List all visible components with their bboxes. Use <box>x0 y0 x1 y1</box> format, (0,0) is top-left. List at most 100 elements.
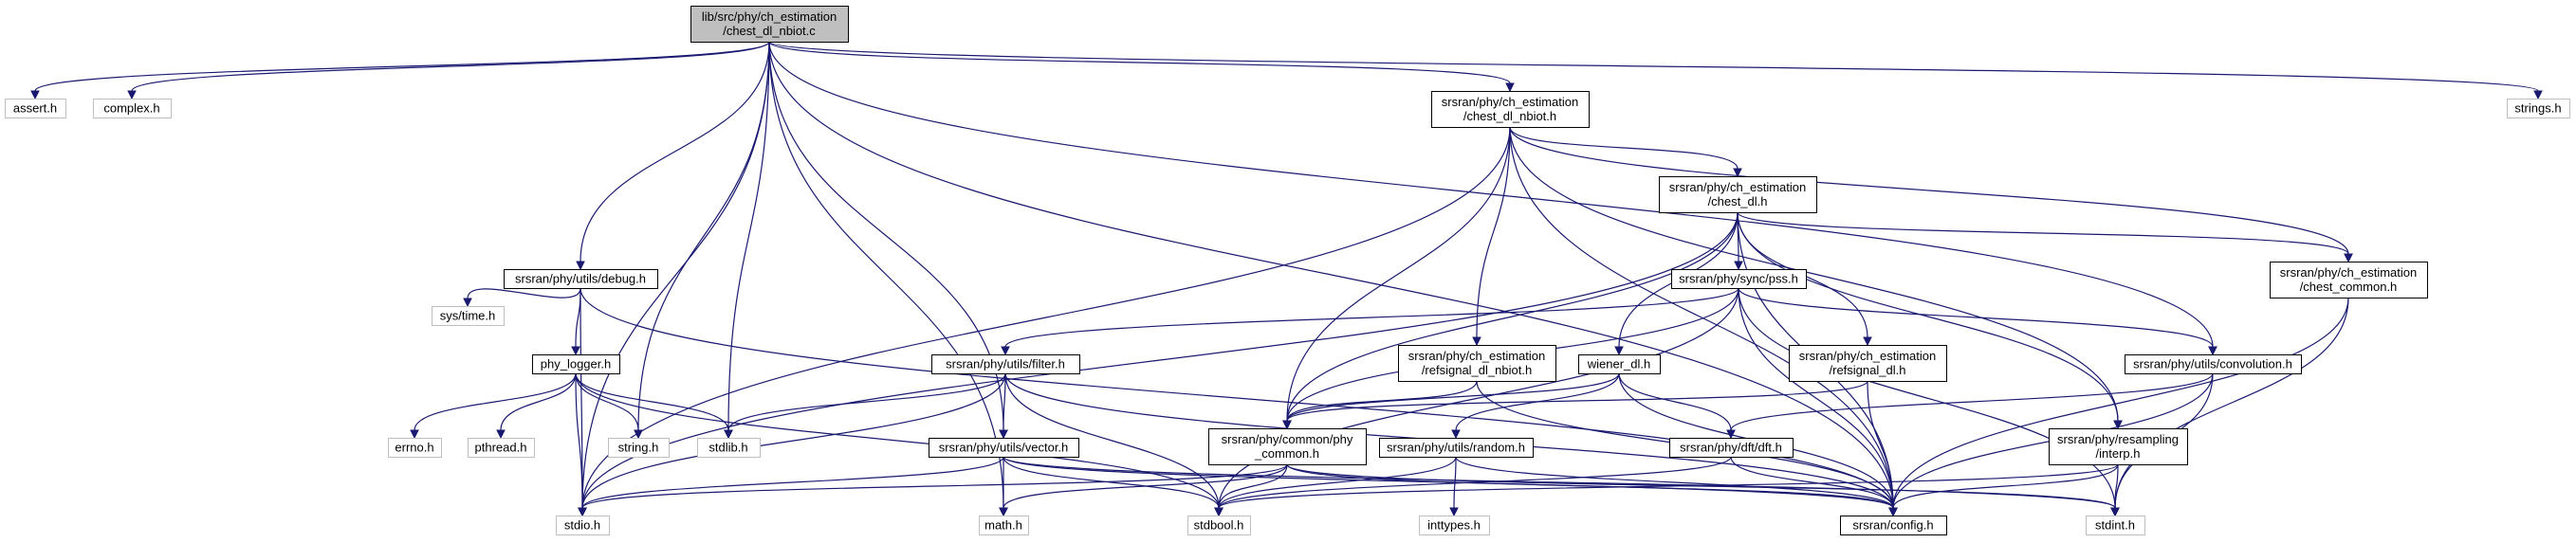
node-chest_dl[interactable]: srsran/phy/ch_estimation/chest_dl.h <box>1659 176 1817 213</box>
arrowhead-random-to-inttypes <box>1449 507 1459 517</box>
node-vector[interactable]: srsran/phy/utils/vector.h <box>929 438 1079 458</box>
node-wiener[interactable]: wiener_dl.h <box>1578 354 1661 374</box>
node-interp[interactable]: srsran/phy/resampling/interp.h <box>2049 428 2188 465</box>
node-filter[interactable]: srsran/phy/utils/filter.h <box>931 354 1080 374</box>
edge-root-to-strings <box>768 41 2539 92</box>
node-box-refsig_dl <box>1789 345 1947 382</box>
edge-random-to-inttypes <box>1453 456 1457 509</box>
node-refsig_dl[interactable]: srsran/phy/ch_estimation/refsignal_dl.h <box>1789 345 1947 382</box>
node-box-stdio <box>556 516 610 535</box>
node-label-root-line-0: lib/src/phy/ch_estimation <box>702 9 837 24</box>
edge-dft-to-config <box>1730 456 1894 509</box>
node-box-stdbool <box>1187 516 1251 535</box>
arrowhead-chest_dl-to-wiener <box>1614 346 1624 356</box>
node-box-vector <box>929 438 1079 458</box>
node-label-phy_logger-line-0: phy_logger.h <box>541 357 611 371</box>
edge-phy_logger-to-stdio <box>575 372 583 509</box>
node-phy_common[interactable]: srsran/phy/common/phy_common.h <box>1208 428 1367 465</box>
node-label-math-line-0: math.h <box>984 518 1022 533</box>
node-box-nbiot_h <box>1431 91 1590 128</box>
node-label-refsig_dl-line-1: /refsignal_dl.h <box>1830 363 1906 377</box>
node-systime: sys/time.h <box>432 306 505 326</box>
edge-vector-to-stdio <box>581 456 1004 509</box>
node-root[interactable]: lib/src/phy/ch_estimation/chest_dl_nbiot… <box>690 6 849 43</box>
edge-chest_dl-to-stdio <box>581 211 1739 509</box>
node-label-stdint-line-0: stdint.h <box>2095 518 2135 533</box>
node-label-errno-line-0: errno.h <box>395 441 433 455</box>
edge-pss-to-stdint <box>1738 287 2116 509</box>
arrowhead-interp-to-stdint <box>2110 507 2120 517</box>
node-refsig_nbiot[interactable]: srsran/phy/ch_estimation/refsignal_dl_nb… <box>1398 345 1556 382</box>
node-label-phy_common-line-1: _common.h <box>1254 446 1319 461</box>
edge-dft-to-stdbool <box>1218 456 1732 509</box>
node-stdbool: stdbool.h <box>1187 516 1251 535</box>
edge-vector-to-stdbool <box>1003 456 1220 509</box>
arrowhead-filter-to-vector <box>999 429 1008 440</box>
edge-wiener-to-dft <box>1618 372 1732 431</box>
edge-chest_common-to-stdint <box>2114 297 2349 509</box>
node-label-chest_dl-line-0: srsran/phy/ch_estimation <box>1669 180 1807 194</box>
node-label-string-line-0: string.h <box>618 441 659 455</box>
node-chest_common[interactable]: srsran/phy/ch_estimation/chest_common.h <box>2270 262 2428 299</box>
node-label-stdlib-line-0: stdlib.h <box>708 441 747 455</box>
node-label-refsig_nbiot-line-0: srsran/phy/ch_estimation <box>1408 349 1546 363</box>
node-label-chest_common-line-0: srsran/phy/ch_estimation <box>2280 265 2418 280</box>
node-config[interactable]: srsran/config.h <box>1840 516 1947 535</box>
node-box-refsig_nbiot <box>1398 345 1556 382</box>
arrowhead-root-to-complex <box>127 90 137 100</box>
node-label-refsig_dl-line-0: srsran/phy/ch_estimation <box>1799 349 1937 363</box>
arrowhead-root-to-debug <box>576 261 585 271</box>
edge-chest_dl-to-interp <box>1737 211 2119 422</box>
node-box-chest_common <box>2270 262 2428 299</box>
node-label-interp-line-0: srsran/phy/resampling <box>2057 432 2179 446</box>
node-math: math.h <box>979 516 1029 535</box>
arrowhead-phy_logger-to-errno <box>410 429 419 440</box>
edge-vector-to-config <box>1003 456 1894 509</box>
edge-filter-to-stdbool <box>1004 372 1220 509</box>
edge-debug-to-stdio <box>580 287 583 509</box>
edge-chest_dl-to-chest_common <box>1737 211 2349 255</box>
node-convolution[interactable]: srsran/phy/utils/convolution.h <box>2125 354 2302 374</box>
node-label-chest_common-line-1: /chest_common.h <box>2300 280 2398 294</box>
node-label-convolution-line-0: srsran/phy/utils/convolution.h <box>2133 357 2292 371</box>
node-box-root <box>690 6 849 43</box>
arrowhead-interp-to-config <box>1888 507 1898 517</box>
edge-filter-to-stdlib <box>727 372 1006 431</box>
node-stdint: stdint.h <box>2086 516 2145 535</box>
arrowhead-nbiot_h-to-chest_dl <box>1733 168 1742 178</box>
node-label-systime-line-0: sys/time.h <box>440 309 496 323</box>
edge-vector-to-stdint <box>1003 456 2116 509</box>
edge-phy_common-to-stdbool <box>1218 463 1288 509</box>
node-debug[interactable]: srsran/phy/utils/debug.h <box>504 269 658 289</box>
edge-debug-to-systime <box>467 287 581 299</box>
edge-convolution-to-dft <box>1730 372 2214 431</box>
node-random[interactable]: srsran/phy/utils/random.h <box>1379 438 1534 458</box>
node-box-systime <box>432 306 505 326</box>
edge-root-to-debug <box>580 41 770 262</box>
edge-refsig_dl-to-config <box>1867 380 1894 509</box>
node-dft[interactable]: srsran/phy/dft/dft.h <box>1669 438 1794 458</box>
node-pss[interactable]: srsran/phy/sync/pss.h <box>1671 269 1807 289</box>
node-box-random <box>1379 438 1534 458</box>
edge-debug-to-config <box>580 287 1894 509</box>
node-label-phy_common-line-0: srsran/phy/common/phy <box>1222 432 1353 446</box>
arrowhead-vector-to-stdio <box>578 507 587 517</box>
node-label-filter-line-0: srsran/phy/utils/filter.h <box>946 357 1065 371</box>
node-string: string.h <box>608 438 670 458</box>
node-assert: assert.h <box>5 99 66 118</box>
edge-pss-to-config <box>1738 287 1894 509</box>
node-nbiot_h[interactable]: srsran/phy/ch_estimation/chest_dl_nbiot.… <box>1431 91 1590 128</box>
edge-root-to-assert <box>34 41 770 92</box>
arrowhead-vector-to-math <box>999 507 1008 517</box>
arrowhead-debug-to-phy_logger <box>571 346 580 356</box>
node-phy_logger[interactable]: phy_logger.h <box>532 354 620 374</box>
node-label-interp-line-1: /interp.h <box>2096 446 2141 461</box>
edge-nbiot_h-to-interp <box>1509 126 2119 422</box>
node-label-refsig_nbiot-line-1: /refsignal_dl_nbiot.h <box>1422 363 1532 377</box>
edge-phy_logger-to-string <box>575 372 639 431</box>
node-box-stdint <box>2086 516 2145 535</box>
node-label-vector-line-0: srsran/phy/utils/vector.h <box>939 441 1069 455</box>
edge-chest_dl-to-phy_common <box>1286 211 1739 422</box>
node-label-debug-line-0: srsran/phy/utils/debug.h <box>515 272 646 286</box>
